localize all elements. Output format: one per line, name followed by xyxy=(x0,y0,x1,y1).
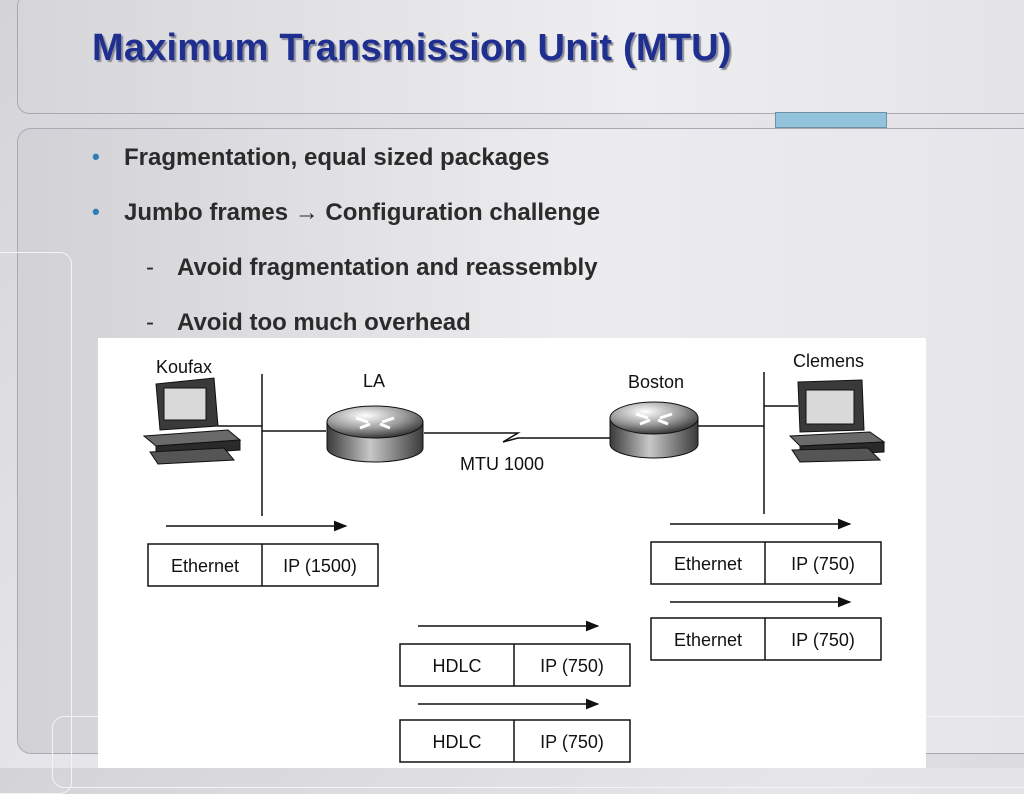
frame-header-label: HDLC xyxy=(432,656,481,676)
frame-payload-label: IP (750) xyxy=(540,732,604,752)
subbullet-marker: - xyxy=(146,309,154,336)
header-frame xyxy=(17,0,1024,114)
host-label-clemens: Clemens xyxy=(793,351,864,371)
router-label-boston: Boston xyxy=(628,372,684,392)
router-label-la: LA xyxy=(363,371,385,391)
frame-payload-label: IP (750) xyxy=(791,630,855,650)
diagram-svg: Koufax LA Boston Clemens MTU 1000 xyxy=(142,351,886,763)
frame-hdlc-ip-750-b: HDLC IP (750) xyxy=(399,719,631,763)
frame-payload-label: IP (750) xyxy=(791,554,855,574)
bullet-text: Avoid too much overhead xyxy=(177,309,471,336)
frame-header-label: Ethernet xyxy=(674,554,742,574)
slide-title: Maximum Transmission Unit (MTU) xyxy=(92,27,732,69)
koufax-computer-icon xyxy=(142,377,242,465)
bullet-text: Fragmentation, equal sized packages xyxy=(124,144,550,171)
host-label-koufax: Koufax xyxy=(156,357,212,377)
frame-ethernet-ip-750-b: Ethernet IP (750) xyxy=(650,617,882,661)
frame-payload-label: IP (750) xyxy=(540,656,604,676)
frame-ethernet-ip-750-a: Ethernet IP (750) xyxy=(650,541,882,585)
boston-router-icon xyxy=(609,401,699,459)
bullet-marker: • xyxy=(92,199,100,224)
frame-payload-label: IP (1500) xyxy=(283,556,357,576)
clemens-computer-icon xyxy=(788,379,886,463)
subbullet-avoid-overhead: - Avoid too much overhead xyxy=(146,309,471,337)
la-router-icon xyxy=(326,405,424,463)
bullet-fragmentation: • Fragmentation, equal sized packages xyxy=(92,144,550,172)
frame-ethernet-ip-1500: Ethernet IP (1500) xyxy=(147,543,379,587)
bullet-text: Jumbo frames → Configuration challenge xyxy=(124,199,601,226)
decor-frame-left xyxy=(0,252,72,794)
wan-link xyxy=(424,432,612,443)
bullet-text: Avoid fragmentation and reassembly xyxy=(177,254,598,281)
subbullet-avoid-fragmentation: - Avoid fragmentation and reassembly xyxy=(146,254,598,282)
frame-header-label: Ethernet xyxy=(674,630,742,650)
accent-bar xyxy=(775,112,887,128)
link-mtu-label: MTU 1000 xyxy=(460,454,544,474)
mtu-fragmentation-diagram: Koufax LA Boston Clemens MTU 1000 xyxy=(98,338,926,768)
frame-header-label: Ethernet xyxy=(171,556,239,576)
bullet-marker: • xyxy=(92,144,100,169)
bullet-jumbo-frames: • Jumbo frames → Configuration challenge xyxy=(92,199,601,227)
frame-header-label: HDLC xyxy=(432,732,481,752)
subbullet-marker: - xyxy=(146,254,154,281)
frame-hdlc-ip-750-a: HDLC IP (750) xyxy=(399,643,631,687)
